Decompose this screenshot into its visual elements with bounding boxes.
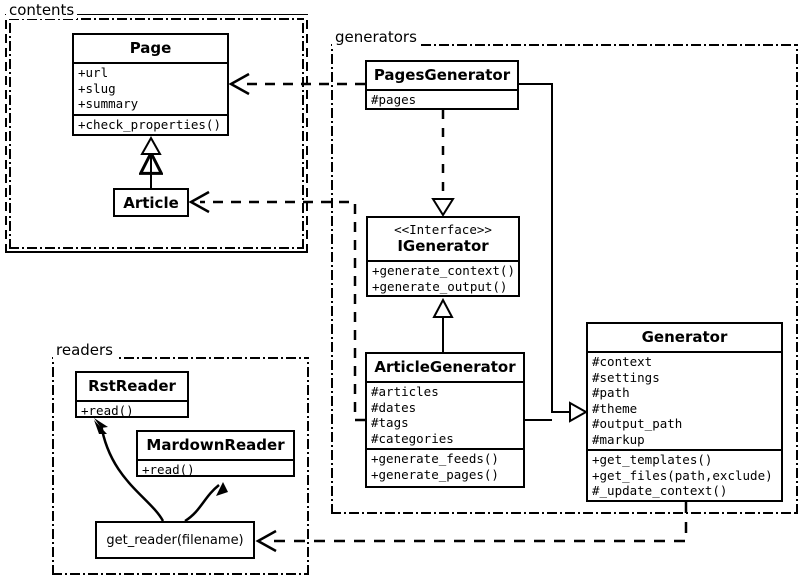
class-box-page[interactable]: Page +url +slug +summary +check_properti… xyxy=(72,33,229,136)
attribute: #theme xyxy=(592,400,638,416)
operation: #_update_context() xyxy=(592,483,728,498)
compartment-divider xyxy=(368,260,518,262)
function-box-get-reader[interactable]: get_reader(filename) xyxy=(95,521,255,559)
attribute: #tags xyxy=(371,415,409,430)
class-name-rstreader: RstReader xyxy=(88,377,176,395)
compartment-divider xyxy=(74,113,227,116)
operation: +generate_feeds() xyxy=(371,451,499,466)
class-box-article[interactable]: Article xyxy=(113,188,189,217)
class-box-mardownreader[interactable]: MardownReader +read() xyxy=(136,430,295,477)
compartment-divider xyxy=(74,62,227,64)
operation: +get_files(path,exclude) xyxy=(592,467,773,483)
attribute: +url xyxy=(78,65,109,80)
class-name-page: Page xyxy=(129,39,172,57)
compartment-divider xyxy=(367,89,517,91)
attributes-pagesgenerator: #pages xyxy=(367,91,517,110)
class-box-pagesgenerator[interactable]: PagesGenerator #pages xyxy=(365,60,519,110)
function-label: get_reader(filename) xyxy=(106,532,244,548)
class-box-rstreader[interactable]: RstReader +read() xyxy=(75,371,189,418)
attribute: #markup xyxy=(592,431,645,447)
package-label-contents: contents xyxy=(6,2,78,19)
attribute: #context xyxy=(592,354,653,369)
compartment-divider xyxy=(77,400,187,402)
operation: +read() xyxy=(142,462,195,477)
class-name-articlegenerator: ArticleGenerator xyxy=(374,358,516,376)
operations-mardownreader: +read() xyxy=(138,461,293,480)
package-label-generators: generators xyxy=(332,29,420,46)
operations-page: +check_properties() xyxy=(74,116,227,135)
class-name-pagesgenerator: PagesGenerator xyxy=(373,66,511,84)
attribute: #categories xyxy=(371,430,454,446)
operation: +check_properties() xyxy=(78,116,221,132)
compartment-divider xyxy=(138,459,293,461)
compartment-divider xyxy=(588,449,781,451)
attribute: #articles xyxy=(371,384,439,399)
operations-generator: +get_templates() +get_files(path,exclude… xyxy=(588,451,781,501)
class-name-generator: Generator xyxy=(641,328,728,346)
attributes-page: +url +slug +summary xyxy=(74,64,227,114)
class-name-mardownreader: MardownReader xyxy=(146,436,285,454)
attribute: #path xyxy=(592,385,630,400)
attributes-generator: #context #settings #path #theme #output_… xyxy=(588,353,781,449)
attribute: +summary xyxy=(78,96,139,111)
stereotype-label: <<Interface>> xyxy=(394,222,492,237)
class-name-article: Article xyxy=(123,193,179,212)
class-box-generator[interactable]: Generator #context #settings #path #them… xyxy=(586,322,783,502)
class-name-text: IGenerator xyxy=(397,237,489,255)
operation: +get_templates() xyxy=(592,452,713,467)
operation: +read() xyxy=(81,403,134,418)
attribute: +slug xyxy=(78,80,116,96)
compartment-divider xyxy=(367,381,523,383)
compartment-divider xyxy=(588,351,781,353)
operations-igenerator: +generate_context() +generate_output() xyxy=(368,262,518,296)
operation: +generate_pages() xyxy=(371,466,499,482)
attribute: #settings xyxy=(592,369,660,385)
compartment-divider xyxy=(367,448,523,450)
operations-articlegenerator: +generate_feeds() +generate_pages() xyxy=(367,450,523,484)
operation: +generate_context() xyxy=(372,263,515,278)
attributes-articlegenerator: #articles #dates #tags #categories xyxy=(367,383,523,448)
package-label-readers: readers xyxy=(53,342,116,359)
class-name-igenerator: <<Interface>> IGenerator xyxy=(368,218,518,260)
attribute: #pages xyxy=(371,92,417,107)
operations-rstreader: +read() xyxy=(77,402,187,421)
attribute: #dates xyxy=(371,399,417,415)
attribute: #output_path xyxy=(592,416,683,431)
class-box-igenerator[interactable]: <<Interface>> IGenerator +generate_conte… xyxy=(366,216,520,297)
class-box-articlegenerator[interactable]: ArticleGenerator #articles #dates #tags … xyxy=(365,352,525,488)
operation: +generate_output() xyxy=(372,278,508,294)
